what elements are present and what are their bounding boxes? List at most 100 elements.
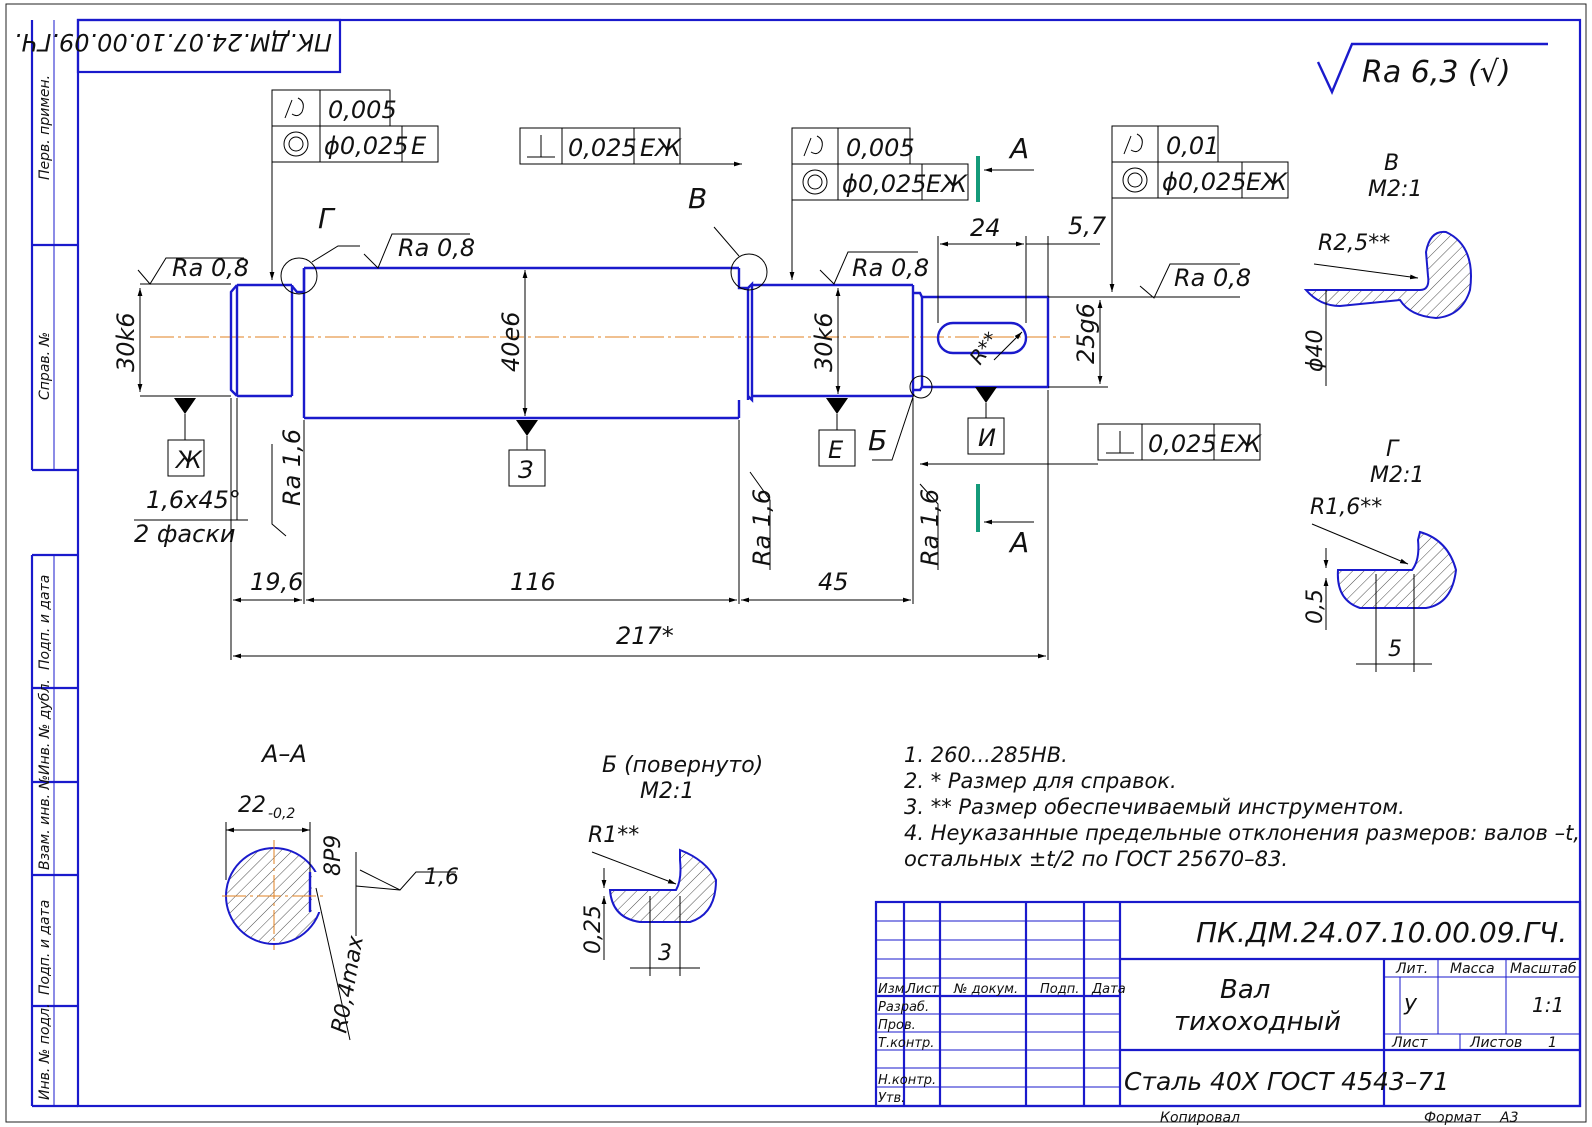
view-label-v: В (688, 182, 707, 215)
tol-left-coax-base: Е (411, 132, 427, 160)
dim-25g6-text: 25g6 (1072, 303, 1100, 364)
dim-key-24: 24 (937, 214, 1027, 323)
tol-right-coax: ϕ0,025 (1162, 168, 1247, 196)
detail-g-width: 5 (1388, 637, 1402, 662)
tol-left-coax: ϕ0,025 (324, 132, 409, 160)
roughness-1: Ra 0,8 (137, 254, 249, 285)
tb-col-doc: № докум. (953, 982, 1018, 997)
shaft-outline (229, 266, 1050, 420)
dim-19-6: 19,6 (250, 568, 303, 596)
datum-label-i: И (978, 424, 996, 452)
detail-b-scale: М2:1 (640, 779, 694, 804)
side-label-podp-2: Подп. и дата (37, 900, 53, 995)
tb-material: Сталь 40Х ГОСТ 4543–71 (1124, 1067, 1449, 1096)
tb-sheets-value: 1 (1548, 1035, 1557, 1051)
roughness-2: Ra 0,8 (363, 233, 475, 269)
dim-key-5-7-text: 5,7 (1068, 212, 1107, 240)
tol-mid-runout: 0,005 (846, 134, 915, 162)
detail-g-depth: 0,5 (1303, 589, 1328, 624)
roughness-7-text: Ra 1,6 (916, 489, 944, 566)
roughness-3-text: Ra 0,8 (852, 254, 929, 282)
tol-perp-bottom-base: ЕЖ (1220, 430, 1262, 458)
note-2: 2. * Размер для справок. (904, 769, 1177, 793)
dim-chamfer-note: 2 фаски (134, 520, 235, 548)
tolerance-frame-left: 0,005 ϕ0,025 Е (269, 89, 439, 280)
tb-lit-label: Лит. (1395, 961, 1428, 977)
side-strip: Перв. примен. Справ. № Подп. и дата Инв.… (30, 20, 78, 1108)
detail-g-title: Г (1386, 437, 1400, 462)
outer-border (5, 3, 1587, 1123)
detail-b-depth: 0,25 (581, 905, 606, 954)
note-4: 4. Неуказанные предельные отклонения раз… (904, 821, 1580, 845)
side-label-inv-dubl: Инв. № дубл. (37, 679, 53, 775)
note-1: 1. 260...285HB. (904, 743, 1068, 767)
roughness-5: Ra 1,6 (271, 429, 306, 537)
dim-key-radius: R** (964, 327, 1023, 369)
rotated-stamp-text: ПК.ДМ.24.07.10.00.09.ГЧ. (14, 28, 332, 56)
dim-30k6-right-text: 30k6 (810, 312, 838, 372)
section-label-a-top: А (1008, 132, 1029, 165)
dim-40e6: 40e6 (497, 270, 528, 416)
section-aa-rough: 1,6 (424, 865, 459, 890)
dim-30k6-left-text: 30k6 (112, 312, 140, 372)
tb-row-nkontr: Н.контр. (878, 1073, 936, 1088)
dim-45: 45 (818, 568, 849, 596)
section-aa-width-tol: -0,2 (268, 806, 295, 822)
title-block: ПК.ДМ.24.07.10.00.09.ГЧ. Вал тихоходный … (874, 900, 1582, 1126)
section-aa-key: 8P9 (321, 835, 346, 876)
side-label-sprav: Справ. № (37, 332, 53, 400)
datum-label-e: Е (828, 436, 844, 464)
dim-chamfer-text: 1,6x45° (146, 486, 241, 514)
tb-scale-label: Масштаб (1510, 961, 1577, 977)
side-label-perv: Перв. примен. (37, 75, 53, 180)
tb-designation: ПК.ДМ.24.07.10.00.09.ГЧ. (1196, 916, 1567, 949)
detail-v-diam: ϕ40 (1303, 329, 1328, 372)
datum-zh: Ж (140, 395, 231, 477)
tol-perp-top: 0,025 (568, 134, 637, 162)
detail-v: В М2:1 R2,5** ϕ40 (1303, 151, 1472, 386)
section-aa-width: 22 (238, 793, 266, 818)
section-aa-radius: R0,4max (327, 933, 369, 1035)
tol-right-coax-base: ЕЖ (1246, 168, 1288, 196)
roughness-4-text: Ra 0,8 (1174, 264, 1251, 292)
tol-perp-bottom: 0,025 (1148, 430, 1217, 458)
keyway (936, 321, 1028, 355)
roughness-6: Ra 1,6 (748, 471, 776, 570)
section-mark-a-top: А (976, 132, 1034, 202)
detail-circle-b (909, 375, 933, 399)
roughness-3: Ra 0,8 (819, 251, 929, 285)
detail-b-width: 3 (658, 941, 672, 966)
detail-g: Г М2:1 R1,6** 0,5 5 (1303, 437, 1458, 672)
dim-25g6: 25g6 (1048, 300, 1108, 388)
tb-format-value: А3 (1499, 1110, 1518, 1126)
dim-key-radius-text: R** (964, 327, 1003, 369)
detail-b: Б (повернуто) М2:1 R1** 0,25 3 (581, 753, 763, 976)
tb-name-2: тихоходный (1174, 1007, 1341, 1037)
detail-v-title: В (1384, 151, 1399, 176)
datum-z: З (508, 420, 546, 487)
datum-e: Е (818, 398, 856, 467)
tol-mid-coax: ϕ0,025 (842, 170, 927, 198)
roughness-4: Ra 0,8 (1048, 263, 1251, 299)
tb-row-tkontr: Т.контр. (878, 1036, 934, 1051)
tolerance-frame-perp-top: 0,025 ЕЖ (519, 127, 742, 167)
tolerance-frame-right: 0,01 ϕ0,025 ЕЖ (1109, 125, 1289, 292)
tb-sheet-label: Лист (1391, 1035, 1428, 1051)
section-aa: А–А 22 -0,2 8P9 1,6 R0,4max (222, 740, 459, 1041)
detail-g-scale: М2:1 (1370, 463, 1424, 488)
tb-row-prov: Пров. (878, 1018, 916, 1033)
datum-i: И (967, 387, 1005, 455)
dim-30k6-left: 30k6 (112, 288, 143, 392)
datum-label-z: З (518, 456, 533, 484)
roughness-2-text: Ra 0,8 (398, 234, 475, 262)
side-label-podp-1: Подп. и дата (37, 575, 53, 670)
tb-col-izm: Изм. (878, 982, 909, 997)
detail-b-title: Б (повернуто) (602, 753, 763, 778)
tol-right-runout: 0,01 (1166, 132, 1219, 160)
side-label-vzam: Взам. инв. № (37, 775, 53, 870)
dim-key-24-text: 24 (970, 214, 1001, 242)
roughness-6-text: Ra 1,6 (748, 489, 776, 566)
note-3: 3. ** Размер обеспечиваемый инструментом… (904, 795, 1405, 819)
tb-name-1: Вал (1220, 975, 1270, 1005)
